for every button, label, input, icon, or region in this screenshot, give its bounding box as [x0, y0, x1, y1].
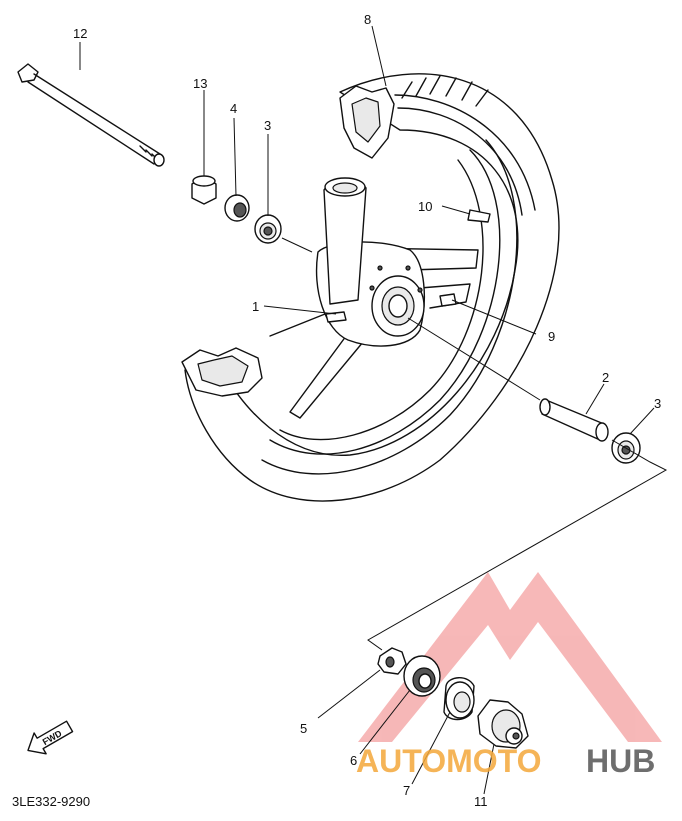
oil-seal-bottom: [403, 655, 441, 697]
callout-1: 1: [252, 299, 259, 314]
collar: [539, 398, 609, 442]
callout-6: 6: [350, 753, 357, 768]
callout-3-right: 3: [654, 396, 661, 411]
callout-4: 4: [230, 101, 237, 116]
callout-11: 11: [474, 794, 488, 809]
watermark-prefix: AUTOMOTO: [356, 743, 541, 779]
callout-5: 5: [300, 721, 307, 736]
wheel-assembly: [181, 73, 560, 502]
watermark-text: AUTOMOTO HUB: [356, 743, 655, 779]
part-code: 3LE332-9290: [12, 794, 90, 809]
callout-2: 2: [602, 370, 609, 385]
callout-13: 13: [193, 76, 207, 91]
bearing-left: [254, 214, 313, 253]
oil-seal: [224, 194, 250, 222]
callout-7: 7: [403, 783, 410, 798]
circlip: [377, 647, 407, 675]
callout-8: 8: [364, 12, 371, 27]
assembly-axis: [367, 317, 668, 651]
meter-clutch: [477, 699, 529, 749]
bearing-bottom: [443, 677, 475, 721]
axle: [17, 63, 165, 167]
leader-lines: [79, 25, 655, 795]
watermark-suffix: HUB: [586, 743, 655, 779]
callout-9: 9: [548, 329, 555, 344]
callout-3-left: 3: [264, 118, 271, 133]
callout-10: 10: [418, 199, 432, 214]
callout-12: 12: [73, 26, 87, 41]
spacer: [191, 175, 217, 205]
fwd-arrow-icon: FWD: [27, 720, 74, 755]
